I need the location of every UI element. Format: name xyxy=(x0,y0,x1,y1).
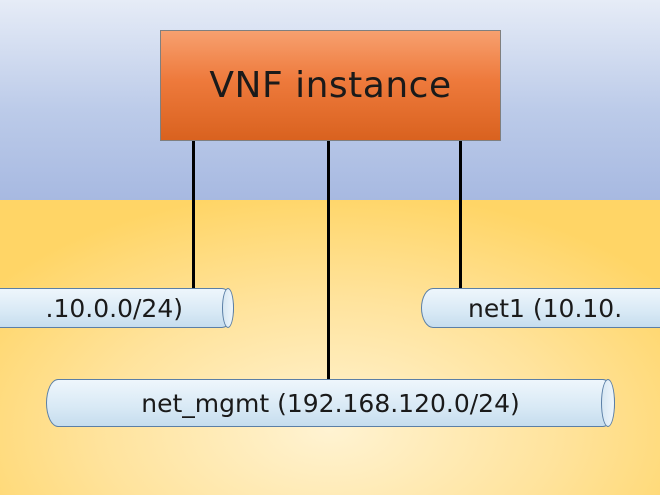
pipe-end-cap xyxy=(222,288,234,328)
network-pipe-net1[interactable]: net1 (10.10. xyxy=(421,288,660,328)
vnf-instance-node[interactable]: VNF instance xyxy=(160,30,501,141)
link-vnf-to-net-mgmt xyxy=(327,141,330,379)
network-label-net0: .10.0.0/24) xyxy=(45,293,183,323)
link-vnf-to-net0 xyxy=(192,141,195,290)
network-pipe-net0[interactable]: .10.0.0/24) xyxy=(0,288,234,328)
link-vnf-to-net1 xyxy=(459,141,462,290)
pipe-end-cap xyxy=(601,379,615,427)
vnf-instance-label: VNF instance xyxy=(209,65,452,106)
network-pipe-net-mgmt[interactable]: net_mgmt (192.168.120.0/24) xyxy=(46,379,615,427)
network-label-net-mgmt: net_mgmt (192.168.120.0/24) xyxy=(141,388,520,418)
background-bottom-band xyxy=(0,200,660,495)
network-label-net1: net1 (10.10. xyxy=(468,293,623,323)
